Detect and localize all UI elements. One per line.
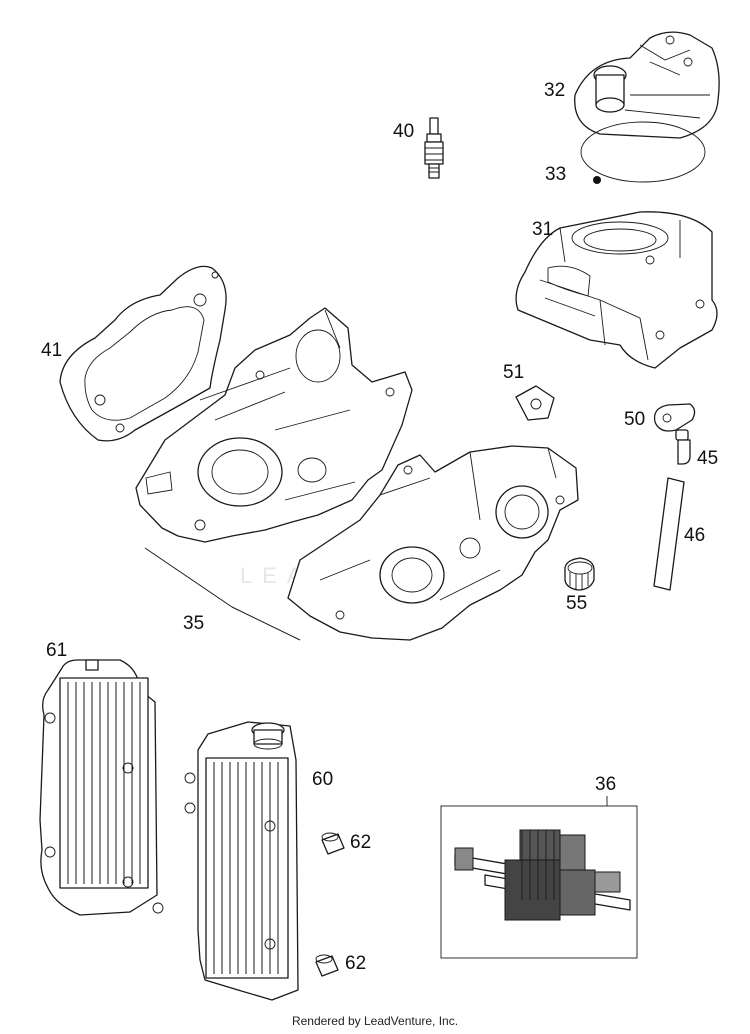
callout-51: 51 [503, 362, 524, 383]
callout-35: 35 [183, 613, 204, 634]
callout-55: 55 [566, 593, 587, 614]
hose-part-46[interactable] [653, 477, 685, 591]
callout-32: 32 [544, 80, 565, 101]
plug-part-62-lower[interactable] [315, 954, 339, 977]
callout-36: 36 [595, 774, 616, 795]
hose-fitting-part-45[interactable] [675, 429, 691, 465]
callout-46: 46 [684, 525, 705, 546]
spark-plug-part-40[interactable] [424, 117, 444, 179]
clamp-plate-part-50[interactable] [653, 403, 696, 432]
cylinder-head-part-32[interactable] [574, 31, 720, 139]
callout-60: 60 [312, 769, 333, 790]
callout-50: 50 [624, 409, 645, 430]
crankcase-left-part-35[interactable] [135, 307, 413, 543]
crankcase-right-part-35[interactable] [287, 445, 579, 641]
footer-credit: Rendered by LeadVenture, Inc. [291, 1014, 459, 1028]
callout-62-upper: 62 [350, 832, 371, 853]
plug-part-62-upper[interactable] [321, 832, 345, 855]
bearing-part-55[interactable] [564, 557, 595, 591]
gearbox-part-36[interactable] [440, 796, 638, 959]
cylinder-part-31[interactable] [515, 211, 718, 369]
cover-plate-part-51[interactable] [515, 385, 555, 421]
callout-41: 41 [41, 340, 62, 361]
crankcase-leader-lines [144, 547, 301, 641]
callout-40: 40 [393, 121, 414, 142]
callout-33: 33 [545, 164, 566, 185]
callout-62-lower: 62 [345, 953, 366, 974]
callout-61: 61 [46, 640, 67, 661]
callout-31: 31 [532, 219, 553, 240]
o-ring-part-33[interactable] [580, 121, 706, 184]
radiator-right-part-60[interactable] [184, 721, 299, 1001]
callout-45: 45 [697, 448, 718, 469]
radiator-left-part-61[interactable] [39, 659, 164, 916]
gasket-part-41[interactable] [59, 265, 227, 442]
